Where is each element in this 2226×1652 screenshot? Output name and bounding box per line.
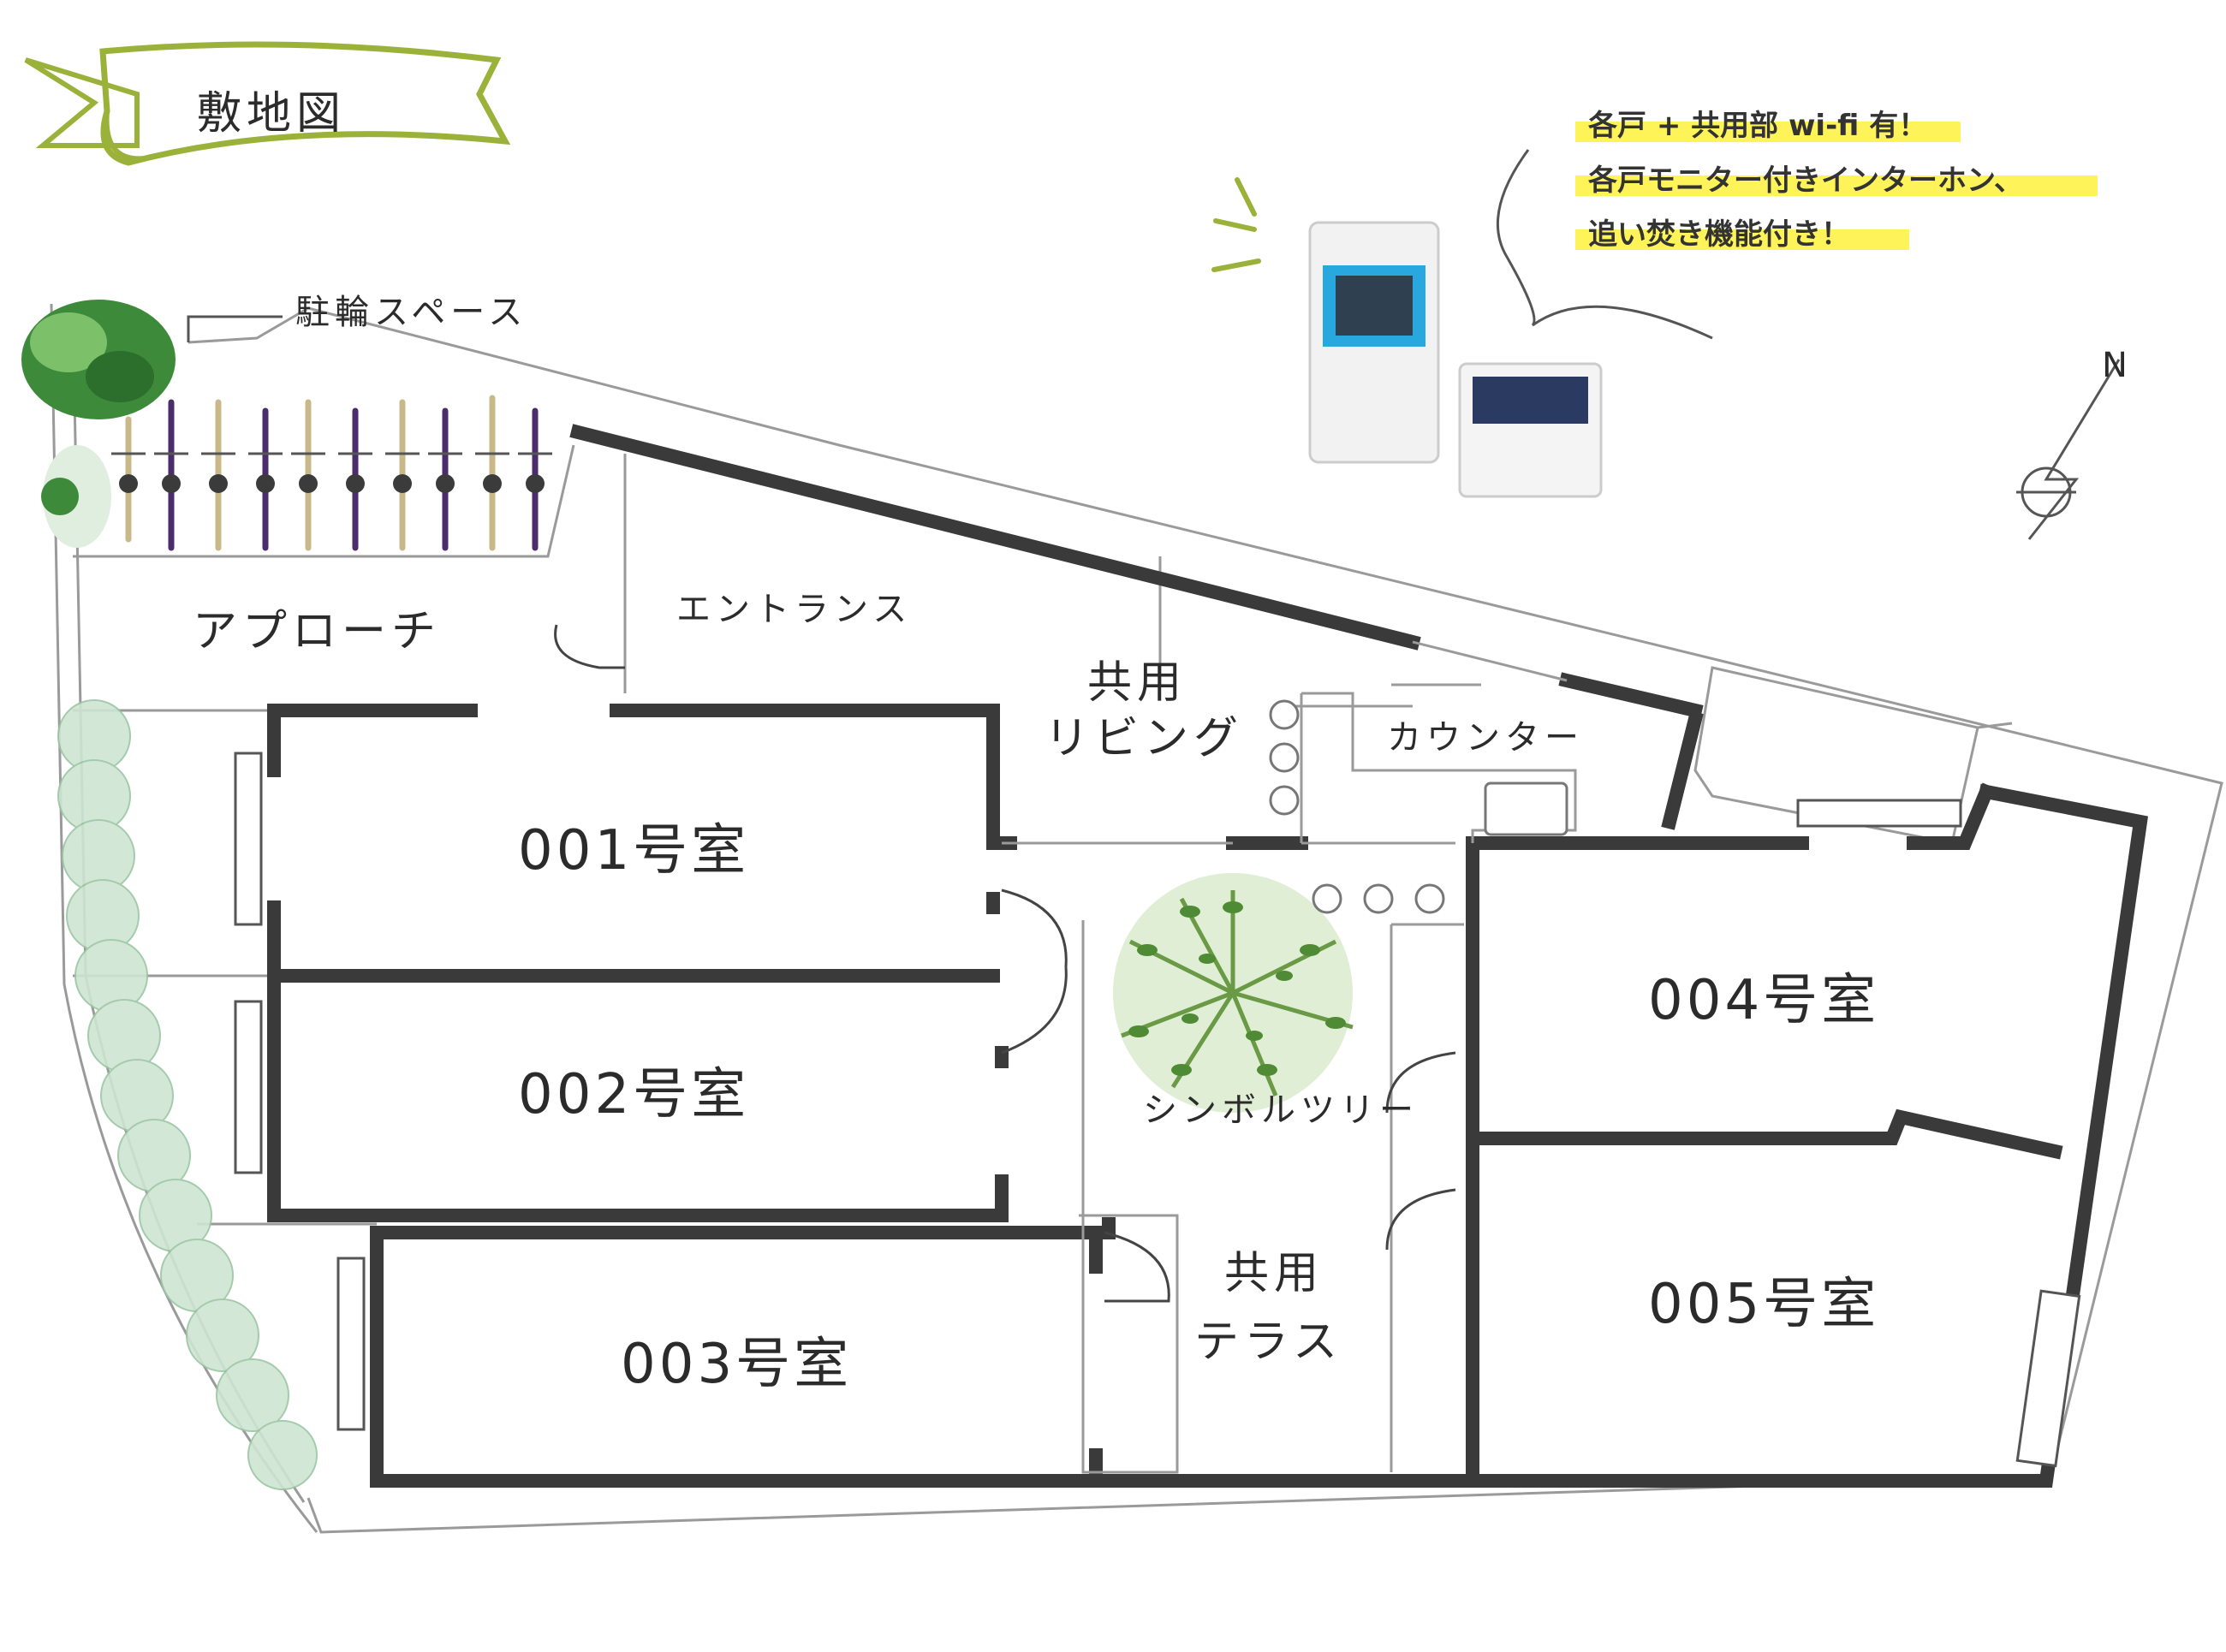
note-line-2: 各戸モニター付きインターホン、 (1588, 163, 2023, 198)
terrace-label-line1: 共用 (1224, 1248, 1324, 1299)
highlight-2 (1575, 175, 2098, 196)
note-line-1: 各戸 + 共用部 wi-fi 有！ (1588, 109, 1927, 143)
hedge (57, 699, 318, 1490)
room-001-label: 001号室 (518, 819, 749, 882)
highlight-3 (1575, 229, 1909, 250)
doors (554, 624, 1456, 1303)
symbol-tree (1113, 873, 1354, 1113)
compass: N (2016, 346, 2133, 540)
room-003-label: 003号室 (621, 1333, 852, 1396)
note-line-3: 追い焚き機能付き！ (1588, 217, 1850, 252)
windows (234, 752, 2081, 1468)
highlight-1 (1575, 122, 1961, 142)
room-005-label: 005号室 (1648, 1273, 1879, 1336)
notes: 各戸 + 共用部 wi-fi 有！ 各戸モニター付きインターホン、 追い焚き機能… (1496, 109, 2098, 340)
stools (1269, 699, 1568, 914)
terrace-label-line2: テラス (1194, 1316, 1342, 1368)
remote-screen (1473, 377, 1588, 424)
page-title: 敷地図 (197, 88, 346, 140)
living-label-line1: 共用 (1087, 657, 1187, 709)
thin-lines (623, 454, 1577, 1474)
approach-label: アプローチ (193, 606, 441, 657)
room-002-label: 002号室 (518, 1063, 749, 1126)
ribbon-banner (99, 41, 511, 166)
living-label-line2: リビング (1045, 713, 1243, 764)
title-ribbon: 敷地図 (24, 41, 511, 166)
symbol-tree-label: シンボルツリー (1143, 1090, 1419, 1130)
monitor-screen (1336, 276, 1413, 336)
pointer-curve (1496, 149, 1713, 340)
entrance-label: エントランス (676, 590, 912, 629)
intercom-illustration (1211, 177, 1603, 498)
compass-north: N (2102, 346, 2133, 385)
corner-plant (21, 300, 176, 548)
bike-space-label: 駐輪スペース (295, 293, 527, 332)
counter-label: カウンター (1387, 718, 1584, 758)
bike-rack (111, 315, 552, 551)
room-004-label: 004号室 (1648, 969, 1879, 1032)
